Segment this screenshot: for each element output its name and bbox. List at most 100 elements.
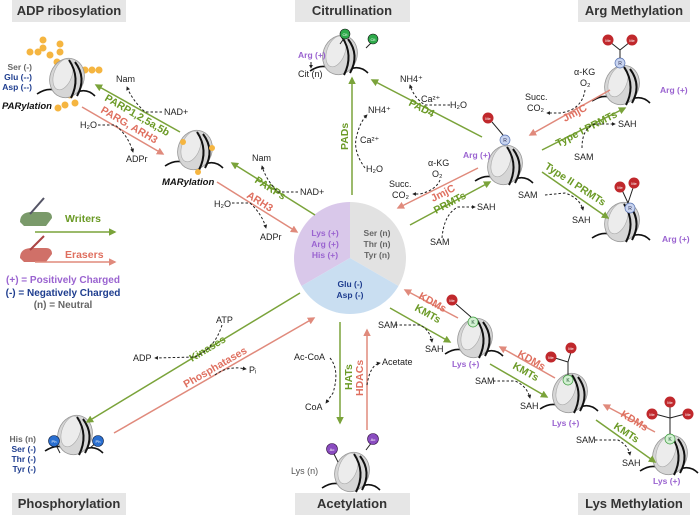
legend-writers: Writers: [65, 213, 101, 225]
me-badge: Me: [482, 112, 504, 136]
cofactor: SAM: [576, 435, 596, 445]
parps-writer-arrow: [230, 162, 316, 216]
residue-label: Cit (n): [298, 69, 323, 79]
me-badge: Me: [614, 181, 626, 193]
nucleosome-marylation: [164, 124, 224, 176]
me-badge: Me: [682, 408, 694, 420]
cofactor: NAD+: [164, 107, 188, 117]
r-residue-badge: R: [499, 134, 511, 146]
cofactor: ADPr: [126, 154, 148, 164]
cofactor: CoA: [305, 402, 323, 412]
pie-label: Tyr (n): [364, 250, 390, 260]
nucleosome-arg-mono: [474, 139, 534, 191]
badge-text: Me: [667, 400, 673, 405]
cofactor: SAH: [520, 401, 539, 411]
phosphatases-eraser-arrow: [113, 317, 316, 434]
residue-label: Arg (+): [662, 234, 690, 244]
phosphorylation-section: Ph Ph His (n) Ser (-) Thr (-) Tyr (-) Ki…: [10, 292, 316, 474]
pie-label: Asp (-): [337, 290, 364, 300]
k-residue-badge: K: [664, 433, 676, 445]
nucleosome-parylation: [36, 52, 96, 104]
kmts-writer-arrow: [489, 363, 549, 398]
me-badge: Me: [626, 34, 638, 46]
prmts-writer-arrow: [409, 181, 492, 226]
title-lys-methylation: Lys Methylation: [578, 493, 690, 515]
residue-label: Lys (n): [291, 466, 318, 476]
pad4-writer-arrow: [370, 79, 483, 138]
me-badge: Me: [628, 177, 640, 189]
legend-negative: (-) = Negatively Charged: [6, 288, 121, 299]
pie-label: Ser (n): [364, 228, 391, 238]
cofactor: NH4⁺: [368, 105, 391, 115]
title-arg-methylation: Arg Methylation: [578, 0, 690, 22]
residue-label: Tyr (-): [13, 464, 37, 474]
pie-label: Glu (-): [337, 279, 362, 289]
parg-eraser-arrow: [81, 106, 165, 155]
cofactor: Nam: [252, 153, 271, 163]
title-text: Phosphorylation: [18, 496, 121, 511]
adp-ribosylation-section: Ser (-) Glu (--) Asp (--) PARylation MAR…: [2, 36, 324, 242]
badge-text: Ph: [52, 439, 57, 444]
mono-adp-ribose: [180, 139, 215, 175]
title-adp-ribosylation: ADP ribosylation: [12, 0, 126, 22]
cofactor: SAH: [618, 119, 637, 129]
legend-neutral: (n) = Neutral: [34, 300, 93, 311]
acetylation-section: Ac Ac Lys (n) HATs HDACs Ac-CoA CoA Acet…: [291, 322, 413, 498]
cofactor: SAH: [477, 202, 496, 212]
badge-text: Me: [605, 38, 611, 43]
pie-label: Thr (n): [364, 239, 391, 249]
cofactor: O₂: [580, 78, 591, 88]
type2-prmts-writer-arrow: [541, 171, 610, 219]
badge-text: Me: [685, 412, 691, 417]
lys-methylation-section: K Me Lys (+) K Me Me Lys (+) K Me Me Me …: [378, 289, 699, 486]
badge-text: Me: [629, 38, 635, 43]
cofactor: Ca²⁺: [360, 135, 380, 145]
parylation-label: PARylation: [2, 101, 52, 112]
ph-badge: Ph: [48, 435, 61, 454]
cofactor: NAD+: [300, 187, 324, 197]
badge-text: K: [668, 437, 672, 443]
cofactor: Pᵢ: [249, 365, 256, 375]
eraser-label: HDACs: [354, 360, 366, 396]
residue-label: Ser (-): [11, 444, 36, 454]
me-badge: Me: [664, 396, 676, 408]
eraser-label: JmjC: [561, 102, 590, 125]
badge-text: K: [566, 378, 570, 384]
kinases-writer-arrow: [85, 292, 301, 423]
title-text: Arg Methylation: [585, 3, 683, 18]
cofactor: ADPr: [260, 232, 282, 242]
residue-label: Lys (+): [552, 418, 579, 428]
cit-badge: Cit: [339, 28, 351, 45]
legend-positive: (+) = Positively Charged: [6, 275, 120, 286]
badge-text: Cit: [343, 32, 349, 37]
title-text: Lys Methylation: [585, 496, 683, 511]
kdms-eraser-arrow: [602, 404, 656, 433]
arg-methylation-section: R Me Arg (+) R Me Me Arg (+) R Me Me Arg…: [389, 34, 690, 248]
residue-label: His (n): [10, 434, 37, 444]
r-residue-badge: R: [614, 57, 626, 69]
title-text: Acetylation: [317, 496, 387, 511]
cofactor: ATP: [216, 315, 233, 325]
cofactor: O₂: [432, 169, 443, 179]
cofactor: SAM: [574, 152, 594, 162]
cofactor: ADP: [133, 353, 152, 363]
pie-neutral: [350, 202, 407, 286]
ac-badge: Ac: [365, 433, 379, 451]
cofactor: Acetate: [382, 357, 413, 367]
residue-label: Arg (+): [463, 150, 491, 160]
me-badge: Me: [565, 342, 577, 354]
title-phosphorylation: Phosphorylation: [12, 493, 126, 515]
cofactor: Succ.: [525, 92, 548, 102]
legend: Writers Erasers (+) = Positively Charged…: [6, 197, 121, 311]
badge-text: Me: [548, 355, 554, 360]
kdms-eraser-arrow: [403, 289, 459, 319]
badge-text: R: [618, 61, 622, 67]
cofactor: Ac-CoA: [294, 352, 325, 362]
me-badge: Me: [446, 294, 472, 318]
r-residue-badge: R: [624, 202, 636, 214]
cofactor: SAH: [572, 215, 591, 225]
ac-badge: Ac: [326, 443, 339, 463]
cofactor: SAH: [425, 344, 444, 354]
cofactor: Nam: [116, 74, 135, 84]
